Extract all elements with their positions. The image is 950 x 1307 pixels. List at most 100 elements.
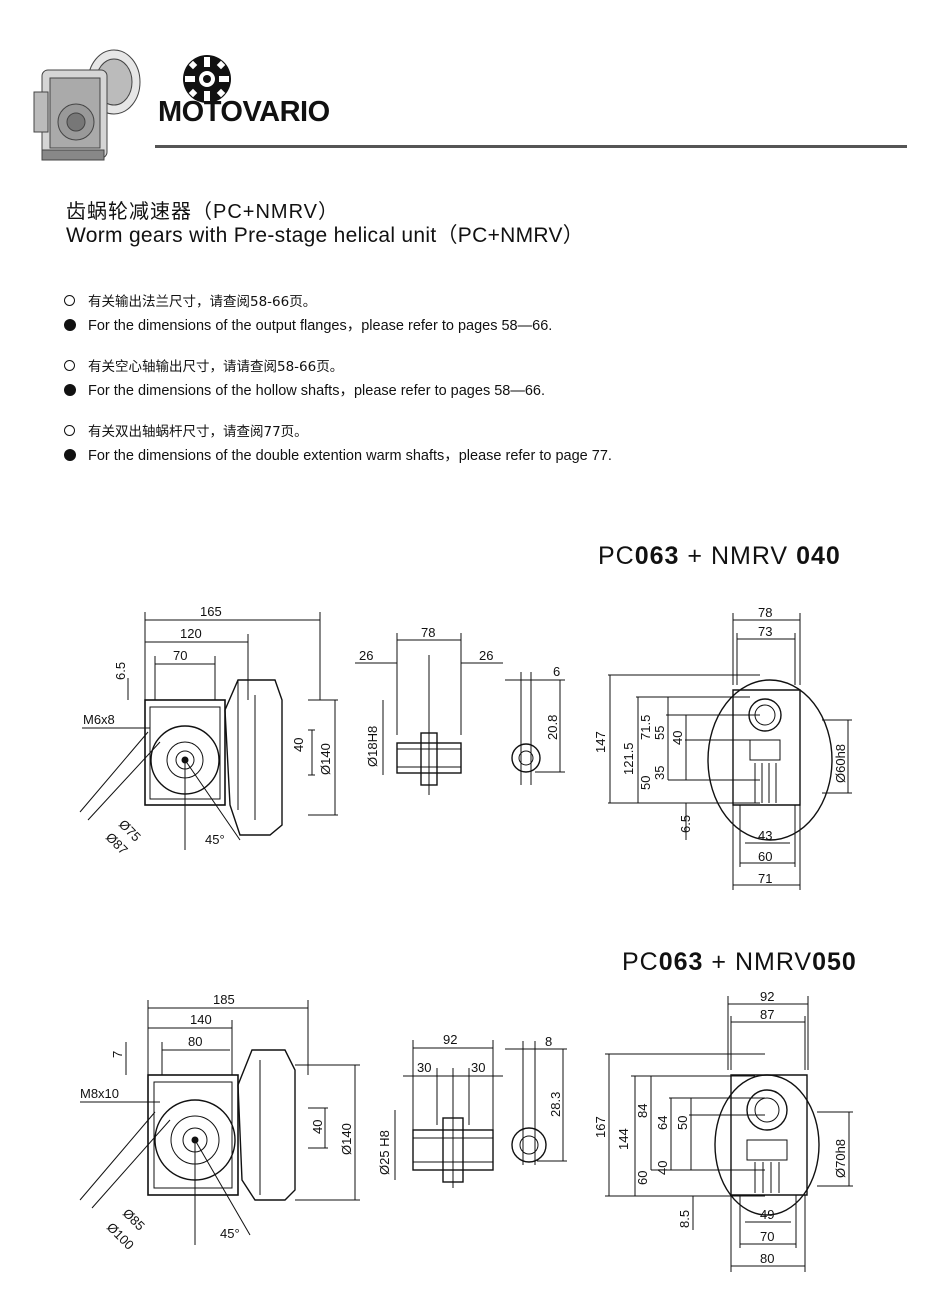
- dim-label: 40: [291, 738, 306, 752]
- solid-bullet-icon: [64, 448, 76, 461]
- note-1-en: For the dimensions of the output flanges…: [64, 314, 552, 335]
- dim-label: Ø25 H8: [377, 1130, 392, 1175]
- dim-label: 26: [359, 648, 373, 663]
- hollow-bullet-icon: [64, 424, 75, 436]
- hollow-bullet-icon: [64, 359, 75, 371]
- model-plus: +: [703, 948, 735, 976]
- dim-label: 64: [655, 1116, 670, 1130]
- dim-label: 92: [760, 990, 774, 1004]
- dim-label: 30: [417, 1060, 431, 1075]
- note-2-cn: 有关空心轴输出尺寸，请请查阅58-66页。: [64, 355, 343, 375]
- drawing-keyway: 8 28.3: [505, 1035, 567, 1165]
- note-1-cn: 有关输出法兰尺寸，请查阅58-66页。: [64, 290, 316, 310]
- note-text: 有关双出轴蜗杆尺寸，请查阅77页。: [88, 424, 308, 440]
- drawing-side-view: 92 87 167 144 84 64 50 60 40 8.5 Ø70h8 4…: [595, 990, 853, 1272]
- dim-label: 40: [670, 731, 685, 745]
- note-text: 有关空心轴输出尺寸，请请查阅58-66页。: [88, 359, 344, 375]
- dim-label: 70: [760, 1229, 774, 1244]
- note-3-cn: 有关双出轴蜗杆尺寸，请查阅77页。: [64, 420, 308, 440]
- drawing-side-view: 78 73 147 121.5 71.5 55 40 35 50 6.5 Ø60…: [593, 605, 852, 890]
- dim-label: 185: [213, 992, 235, 1007]
- model-pc: PC: [598, 542, 635, 570]
- brand-name: MOTOVARIO: [158, 96, 330, 128]
- dim-label: 71.5: [638, 715, 653, 740]
- note-text: For the dimensions of the double extenti…: [88, 448, 612, 464]
- drawing-shaft: 92 30 30 Ø25 H8: [377, 1032, 503, 1188]
- solid-bullet-icon: [64, 383, 76, 396]
- model-pc-size: 063: [658, 948, 704, 976]
- dim-label: 60: [635, 1171, 650, 1185]
- model-title: PC063 + NMRV050: [622, 948, 857, 977]
- motovario-logo-icon: [183, 55, 231, 103]
- dim-label: 80: [188, 1034, 202, 1049]
- dim-label: 70: [173, 648, 187, 663]
- drawing-shaft: 78 26 26 Ø18H8: [355, 625, 503, 795]
- dim-label: 30: [471, 1060, 485, 1075]
- dim-label: Ø140: [318, 743, 333, 775]
- dim-label: 55: [652, 726, 667, 740]
- model-pc: PC: [622, 948, 659, 976]
- dim-label: M6x8: [83, 712, 115, 727]
- dim-label: 84: [635, 1104, 650, 1118]
- dim-label: 78: [421, 625, 435, 640]
- dim-label: 45°: [220, 1226, 240, 1241]
- model-nmrv: NMRV: [710, 542, 797, 570]
- dim-label: 167: [595, 1116, 608, 1138]
- dim-label: 71: [758, 871, 772, 886]
- note-text: 有关输出法兰尺寸，请查阅58-66页。: [88, 294, 317, 310]
- dim-label: 6.5: [113, 662, 128, 680]
- dim-label: 26: [479, 648, 493, 663]
- dim-label: Ø140: [339, 1123, 354, 1155]
- dim-label: 43: [758, 828, 772, 843]
- dim-label: 140: [190, 1012, 212, 1027]
- dim-label: 8.5: [677, 1210, 692, 1228]
- dim-label: 60: [758, 849, 772, 864]
- dim-label: 7: [110, 1051, 125, 1058]
- drawing-keyway: 6 20.8: [505, 664, 565, 785]
- header-rule: [155, 145, 907, 148]
- drawing-front-view: 165 120 70 6.5 M6x8 40 Ø140 Ø75 Ø87 45°: [79, 604, 338, 858]
- dim-label: 50: [675, 1116, 690, 1130]
- dim-label: 78: [758, 605, 772, 620]
- model-title: PC063 + NMRV 040: [598, 542, 841, 571]
- dim-label: 73: [758, 624, 772, 639]
- hollow-bullet-icon: [64, 294, 75, 306]
- dim-label: 28.3: [548, 1092, 563, 1117]
- dim-label: Ø18H8: [365, 726, 380, 767]
- dim-label: 6: [553, 664, 560, 679]
- dim-label: 20.8: [545, 715, 560, 740]
- dim-label: 165: [200, 604, 222, 619]
- note-3-en: For the dimensions of the double extenti…: [64, 444, 612, 465]
- dim-label: 121.5: [621, 742, 636, 775]
- note-2-en: For the dimensions of the hollow shafts，…: [64, 379, 545, 400]
- dim-label: M8x10: [80, 1086, 119, 1101]
- dim-label: 45°: [205, 832, 225, 847]
- dim-label: Ø60h8: [833, 744, 848, 783]
- dim-label: 40: [310, 1120, 325, 1134]
- solid-bullet-icon: [64, 318, 76, 331]
- dim-label: 120: [180, 626, 202, 641]
- dim-label: 49: [760, 1207, 774, 1222]
- dim-label: 8: [545, 1035, 552, 1049]
- model-nmrv-size: 050: [812, 948, 857, 976]
- dim-label: 92: [443, 1032, 457, 1047]
- model-pc-size: 063: [634, 542, 680, 570]
- dim-label: Ø70h8: [833, 1139, 848, 1178]
- title-english: Worm gears with Pre-stage helical unit（P…: [66, 224, 585, 247]
- dim-label: 144: [616, 1128, 631, 1150]
- title-chinese: 齿蜗轮减速器（PC+NMRV）: [66, 201, 339, 223]
- drawing-front-view: 185 140 80 7 M8x10 40 Ø140 Ø85 Ø100 45°: [79, 992, 360, 1253]
- gearbox-product-illustration: [33, 49, 141, 161]
- dim-label: 40: [655, 1161, 670, 1175]
- dim-label: 35: [652, 766, 667, 780]
- dim-label: 80: [760, 1251, 774, 1266]
- note-text: For the dimensions of the hollow shafts，…: [88, 383, 546, 399]
- model-nmrv: NMRV: [734, 948, 813, 976]
- model-plus: +: [679, 542, 711, 570]
- model-nmrv-size: 040: [796, 542, 841, 570]
- dim-label: 50: [638, 776, 653, 790]
- dim-label: 87: [760, 1007, 774, 1022]
- dim-label: 6.5: [678, 815, 693, 833]
- note-text: For the dimensions of the output flanges…: [88, 318, 553, 334]
- dim-label: 147: [593, 731, 608, 753]
